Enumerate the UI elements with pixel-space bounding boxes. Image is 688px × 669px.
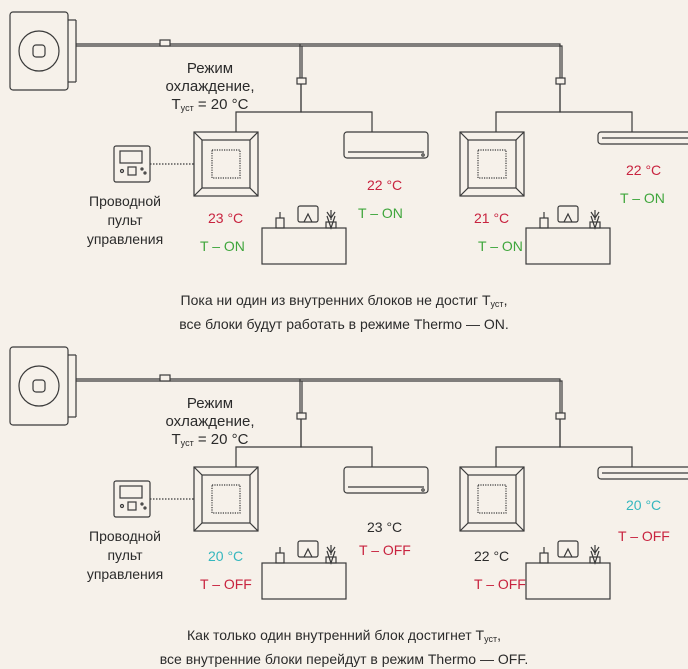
unit-3-state: T – ON	[478, 238, 523, 254]
wired-remote-icon	[113, 145, 194, 183]
furniture-icon	[525, 540, 611, 600]
panel-1-diagram-lines	[9, 11, 688, 265]
unit-4-temp: 20 °C	[626, 497, 662, 513]
unit-1-temp: 20 °C	[208, 548, 244, 564]
mode-label: Режим охлаждение, Tуст = 20 °C	[150, 395, 270, 452]
caption-line-1-prefix: Как только один внутренний блок достигне…	[187, 627, 485, 643]
unit-2-temp: 23 °C	[367, 519, 403, 535]
setpoint-prefix: T	[171, 96, 181, 113]
remote-line-2: пульт	[107, 212, 143, 228]
unit-3-temp: 22 °C	[474, 548, 510, 564]
setpoint-prefix: T	[171, 431, 181, 448]
caption-line-1: Как только один внутренний блок достигне…	[0, 625, 688, 649]
refnet-joint-icon	[555, 77, 566, 85]
setpoint-label: Tуст = 20 °C	[150, 96, 270, 117]
unit-2-state: T – OFF	[359, 542, 411, 558]
mode-line-2: охлаждение,	[165, 78, 255, 95]
remote-line-2: пульт	[107, 547, 143, 563]
unit-4-temp: 22 °C	[626, 162, 662, 178]
mode-line-1: Режим	[186, 395, 234, 412]
caption-line-1-sub: уст	[490, 299, 504, 309]
wired-remote-icon	[113, 480, 194, 518]
panel-2-diagram-lines	[9, 346, 688, 600]
refnet-joint-icon	[555, 412, 566, 420]
unit-1-state: T – ON	[200, 238, 245, 254]
setpoint-label: Tуст = 20 °C	[150, 431, 270, 452]
setpoint-sub: уст	[180, 103, 194, 113]
refnet-joint-icon	[159, 39, 171, 47]
furniture-icon	[261, 205, 347, 265]
caption: Пока ни один из внутренних блоков не дос…	[0, 290, 688, 334]
wall-unit-icon	[343, 131, 429, 159]
mode-line-1: Режим	[186, 60, 234, 77]
cassette-unit-icon	[193, 131, 259, 197]
unit-4-state: T – OFF	[618, 528, 670, 544]
remote-line-1: Проводной	[89, 528, 161, 544]
panel-thermo-off: Режим охлаждение, Tуст = 20 °C Проводной…	[0, 335, 688, 669]
unit-2-state: T – ON	[358, 205, 403, 221]
mode-label: Режим охлаждение, Tуст = 20 °C	[150, 60, 270, 117]
caption-line-2: все внутренние блоки перейдут в режим Th…	[159, 651, 529, 667]
mode-line-2: охлаждение,	[165, 413, 255, 430]
unit-1-state: T – OFF	[200, 576, 252, 592]
cassette-unit-icon	[459, 466, 525, 532]
unit-4-state: T – ON	[620, 190, 665, 206]
outdoor-unit-icon	[9, 346, 77, 426]
remote-label: Проводной пульт управления	[70, 192, 180, 249]
remote-label: Проводной пульт управления	[70, 527, 180, 584]
refnet-joint-icon	[296, 77, 307, 85]
refnet-joint-icon	[159, 374, 171, 382]
unit-2-temp: 22 °C	[367, 177, 403, 193]
setpoint-sub: уст	[180, 438, 194, 448]
caption-line-1-suffix: ,	[497, 627, 501, 643]
wall-unit-icon	[597, 466, 688, 480]
caption-line-2: все блоки будут работать в режиме Thermo…	[179, 316, 509, 332]
unit-3-temp: 21 °C	[474, 210, 510, 226]
wall-unit-icon	[597, 131, 688, 145]
remote-line-3: управления	[86, 231, 164, 247]
cassette-unit-icon	[193, 466, 259, 532]
caption-line-1: Пока ни один из внутренних блоков не дос…	[0, 290, 688, 314]
caption-line-1-suffix: ,	[503, 292, 508, 308]
unit-3-state: T – OFF	[474, 576, 526, 592]
wall-unit-icon	[343, 466, 429, 494]
setpoint-value: = 20 °C	[193, 431, 249, 448]
outdoor-unit-icon	[9, 11, 77, 91]
caption-line-1-prefix: Пока ни один из внутренних блоков не дос…	[180, 292, 491, 308]
furniture-icon	[525, 205, 611, 265]
cassette-unit-icon	[459, 131, 525, 197]
panel-thermo-on: Режим охлаждение, Tуст = 20 °C Проводной…	[0, 0, 688, 334]
caption: Как только один внутренний блок достигне…	[0, 625, 688, 669]
furniture-icon	[261, 540, 347, 600]
setpoint-value: = 20 °C	[193, 96, 249, 113]
remote-line-3: управления	[86, 566, 164, 582]
unit-1-temp: 23 °C	[208, 210, 244, 226]
remote-line-1: Проводной	[89, 193, 161, 209]
refnet-joint-icon	[296, 412, 307, 420]
caption-line-1-sub: уст	[484, 634, 498, 644]
